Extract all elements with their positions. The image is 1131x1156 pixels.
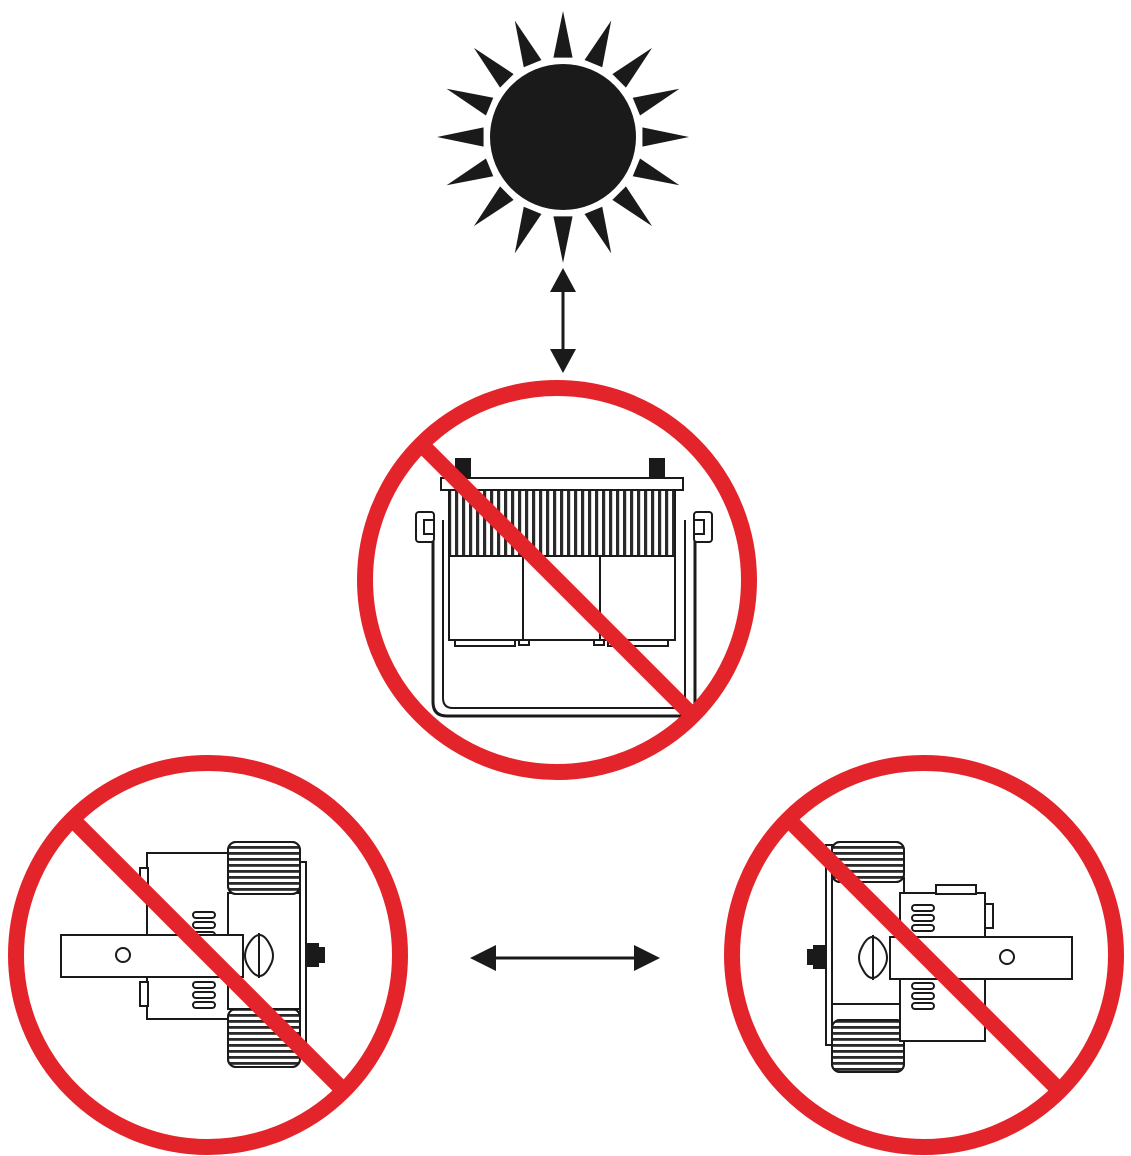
prohibition-icon-top (357, 380, 757, 780)
sun-ray (473, 186, 514, 227)
sun-icon (437, 11, 689, 263)
prohibition-icon-bottom-left (8, 755, 408, 1155)
prohibition-icon-bottom-right (724, 755, 1124, 1155)
sun-ray (437, 127, 484, 147)
double-arrow-horizontal-icon (470, 945, 660, 971)
sun-ray (632, 88, 680, 116)
sun-ray (446, 88, 494, 116)
sun-ray (642, 127, 689, 147)
sun-ray (584, 20, 612, 68)
double-arrow-vertical-icon (550, 268, 576, 373)
sun-ray (584, 206, 612, 254)
sun-ray (612, 47, 653, 88)
sun-ray (446, 158, 494, 186)
sun-ray (632, 158, 680, 186)
sun-ray (473, 47, 514, 88)
sun-ray (612, 186, 653, 227)
sun-ray (514, 206, 542, 254)
sun-ray (553, 216, 573, 263)
sun-ray (514, 20, 542, 68)
sun-ray (553, 11, 573, 58)
